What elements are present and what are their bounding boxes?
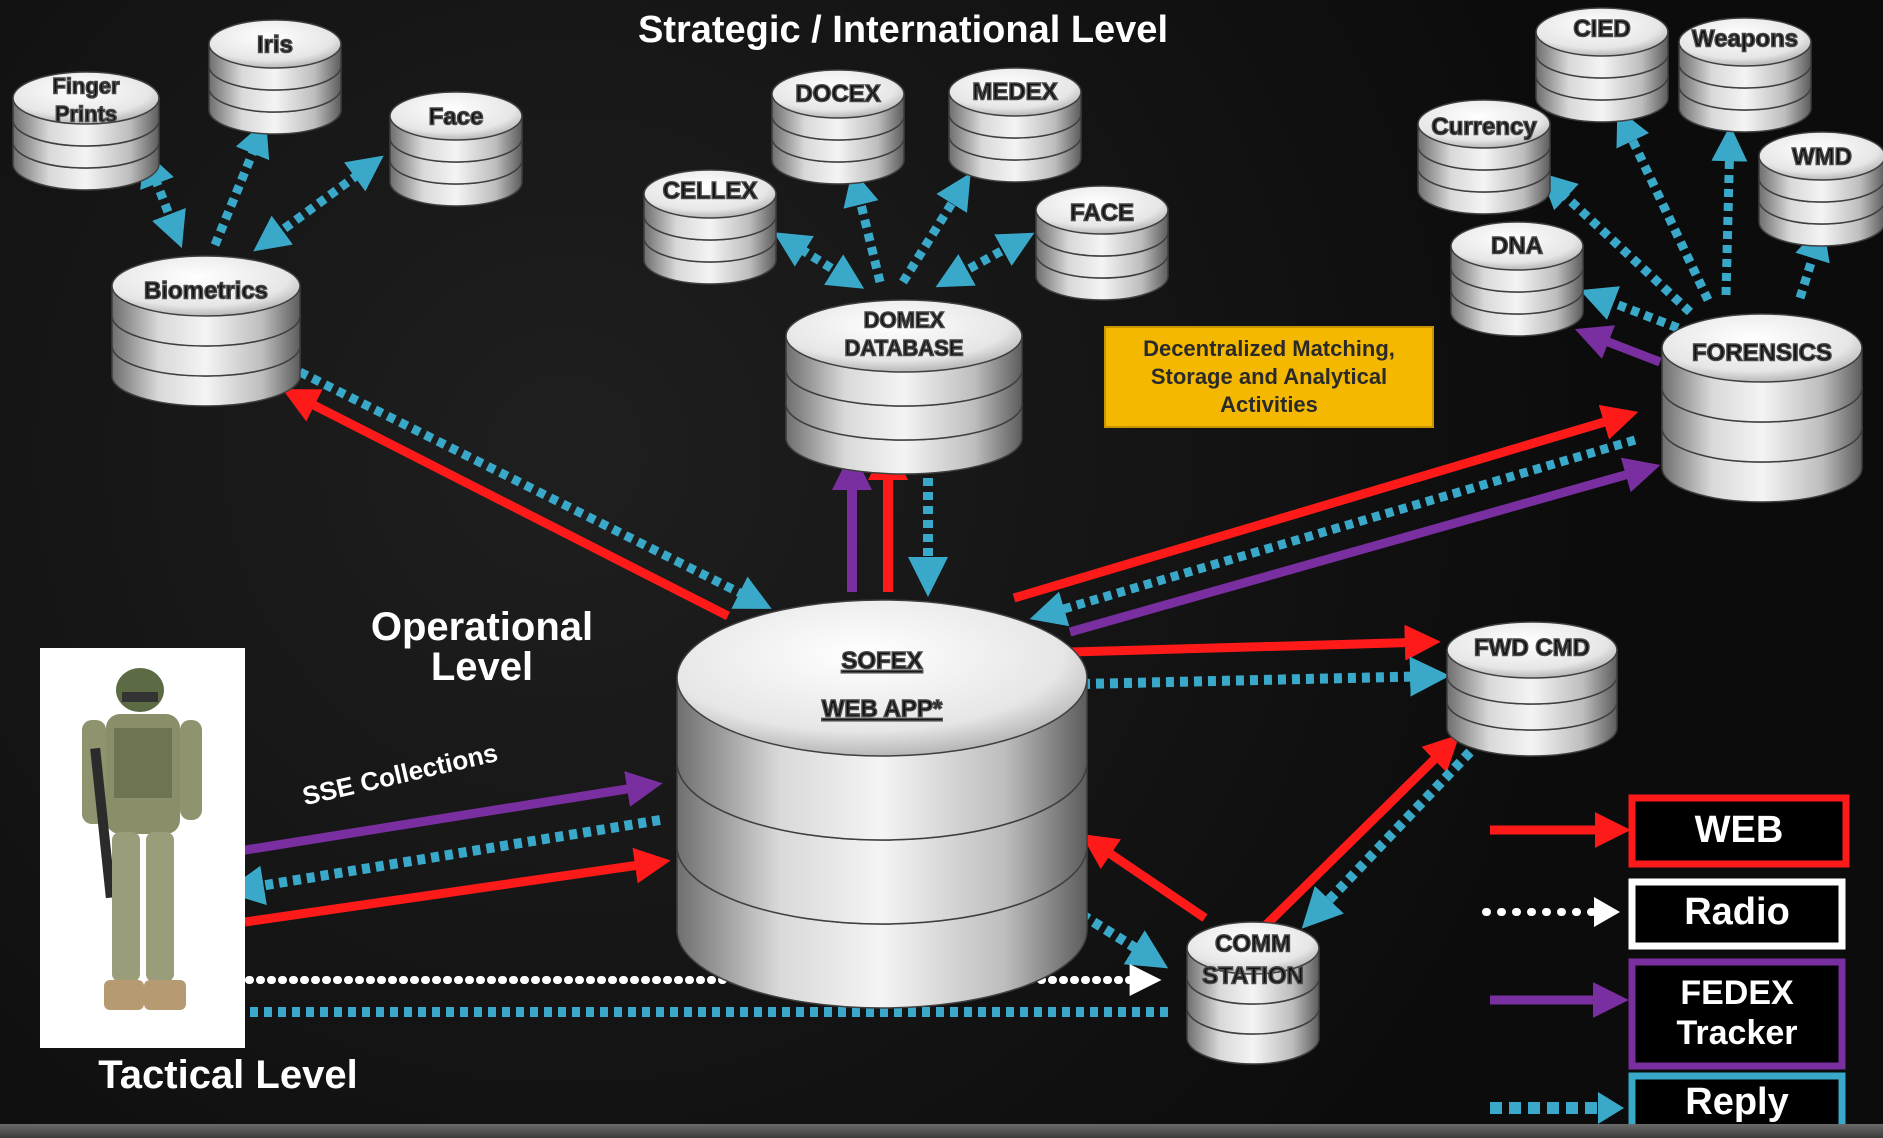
face-bio-label: Face: [429, 103, 484, 130]
dna-database: DNA: [1450, 221, 1584, 337]
cied-label: CIED: [1573, 15, 1630, 42]
weapons-database: Weapons: [1678, 17, 1812, 133]
reply-arrow-dna: [1579, 286, 1680, 333]
fingerprints-label-line2: Prints: [55, 102, 117, 127]
biometrics-label: Biometrics: [144, 277, 268, 304]
docex-database: DOCEX: [771, 69, 905, 185]
comm-station-database: COMM STATION: [1186, 921, 1320, 1065]
reply-arrow-sofex-tactical: [224, 815, 661, 906]
legend-reply-arrowhead: [1598, 1092, 1624, 1124]
reply-arrow-cied: [1616, 108, 1713, 302]
wmd-label: WMD: [1792, 143, 1852, 170]
fwd-cmd-label: FWD CMD: [1474, 634, 1590, 661]
legend-radio-label: Radio: [1684, 891, 1790, 933]
medex-database: MEDEX: [948, 67, 1082, 183]
fwd-cmd-database: FWD CMD: [1446, 621, 1618, 757]
fedex-arrow-sse: [232, 771, 663, 857]
reply-arrow-wmd: [1795, 223, 1830, 300]
operational-level-title-line2: Level: [431, 645, 533, 689]
reply-arrow-fwdcmd-comm: [1301, 748, 1474, 929]
reply-arrow-currency: [1540, 172, 1694, 316]
legend-radio-box: [1628, 878, 1846, 950]
biometrics-database: Biometrics: [111, 255, 301, 407]
legend: WEB Radio FEDEX Tracker Reply: [1482, 794, 1850, 1138]
legend-fedex-label-line1: FEDEX: [1680, 974, 1794, 1012]
cellex-label: CELLEX: [663, 177, 758, 204]
reply-arrow-forensics-sofex: [1029, 435, 1637, 627]
iris-database: Iris: [208, 19, 342, 135]
web-arrow-forensics: [1012, 404, 1639, 603]
strategic-level-title: Strategic / International Level: [638, 9, 1168, 51]
face-domex-label: FACE: [1070, 199, 1134, 226]
fingerprints-label-line1: Finger: [52, 74, 120, 99]
web-arrow-comm-sofex: [1081, 833, 1208, 922]
web-arrow-fwdcmd: [1069, 624, 1441, 661]
bottom-bar: [0, 1124, 1883, 1138]
web-arrow-tactical-sofex: [244, 847, 671, 927]
domex-label-line2: DATABASE: [845, 336, 964, 361]
domex-label-line1: DOMEX: [864, 308, 945, 333]
sofex-database: SOFEX WEB APP*: [676, 599, 1088, 1009]
reply-arrow-weapons: [1711, 125, 1748, 296]
reply-arrow-face-bio: [253, 155, 384, 252]
sse-collections-label: SSE Collections: [299, 737, 500, 811]
reply-arrow-fwdcmd: [1081, 656, 1450, 697]
sofex-label-line1: SOFEX: [841, 647, 922, 674]
comm-station-label-line2: STATION: [1202, 962, 1304, 989]
face-domex-database: FACE: [1035, 185, 1169, 301]
reply-arrow-cellex: [773, 232, 865, 289]
face-bio-database: Face: [389, 91, 523, 207]
reply-arrow-medex: [899, 172, 971, 285]
operational-level-title-line1: Operational: [371, 605, 593, 649]
legend-fedex-label-line2: Tracker: [1677, 1014, 1798, 1052]
reply-arrow-docex: [843, 169, 885, 284]
currency-label: Currency: [1431, 113, 1537, 140]
cied-database: CIED: [1535, 7, 1669, 123]
wmd-database: WMD: [1758, 131, 1883, 247]
soldier-icon: [82, 668, 202, 1010]
legend-web-label: WEB: [1695, 809, 1784, 851]
weapons-label: Weapons: [1692, 25, 1798, 52]
docex-label: DOCEX: [795, 80, 880, 107]
fedex-arrow-forensics: [1068, 457, 1661, 637]
reply-arrow-face-domex: [935, 232, 1035, 288]
domex-database: DOMEX DATABASE: [785, 299, 1023, 475]
reply-arrow-iris: [210, 120, 270, 247]
forensics-database: FORENSICS: [1661, 313, 1863, 503]
legend-fedex-box: [1628, 958, 1846, 1070]
legend-reply-label: Reply: [1685, 1081, 1788, 1123]
forensics-label: FORENSICS: [1692, 339, 1832, 366]
web-arrow-biometrics: [282, 389, 731, 621]
cellex-database: CELLEX: [643, 169, 777, 285]
soldier-photo: [40, 648, 245, 1048]
fedex-arrow-dna: [1574, 325, 1662, 367]
legend-radio-arrowhead: [1594, 897, 1620, 927]
iris-label: Iris: [257, 31, 293, 58]
decentralized-callout: Decentralized Matching, Storage and Anal…: [1104, 326, 1434, 428]
web-arrow-comm-fwdcmd: [1262, 734, 1460, 929]
tactical-level-title: Tactical Level: [98, 1053, 357, 1097]
comm-station-label-line1: COMM: [1215, 930, 1291, 957]
currency-database: Currency: [1417, 99, 1551, 215]
legend-web-box: [1628, 794, 1850, 868]
reply-arrow-sofex-biometrics: [297, 367, 772, 609]
sofex-label-line2: WEB APP*: [822, 695, 943, 722]
medex-label: MEDEX: [972, 78, 1057, 105]
dna-label: DNA: [1491, 232, 1543, 259]
